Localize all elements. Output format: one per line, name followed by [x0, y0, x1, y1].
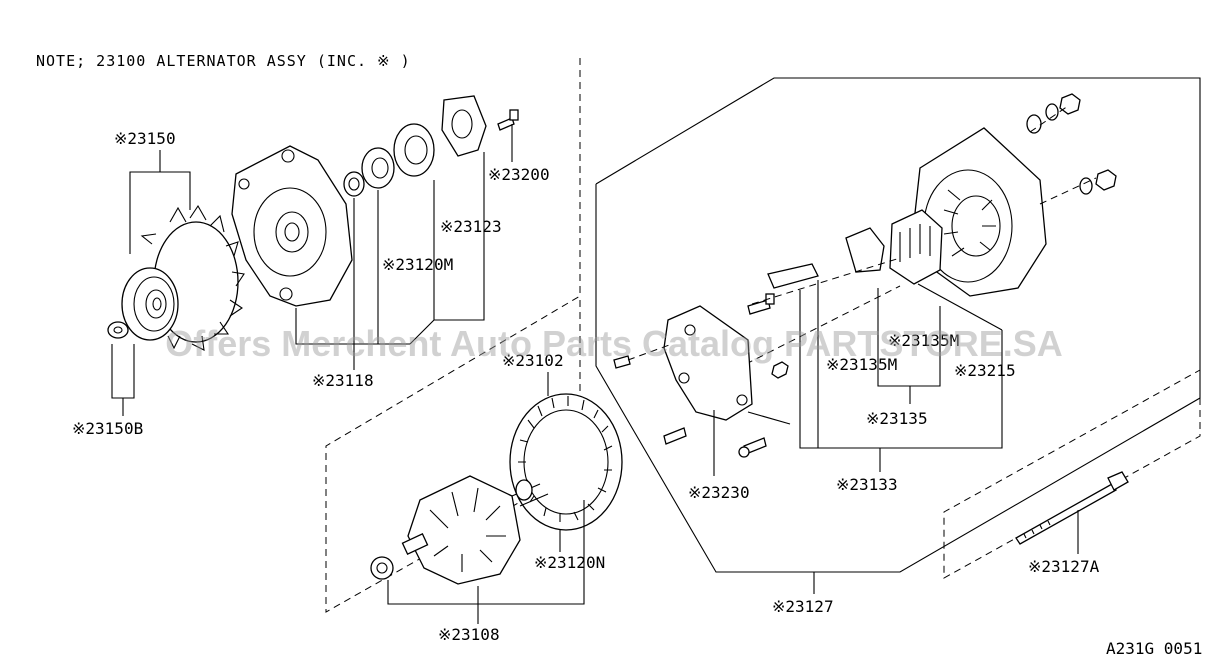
label-23150: ※23150: [114, 129, 176, 148]
label-23150B: ※23150B: [72, 419, 143, 438]
bearing-set: [295, 95, 519, 370]
label-23135M-lower: ※23135M: [826, 355, 897, 374]
stator: [509, 372, 623, 552]
rectifier-plate: [613, 305, 791, 476]
diagram-code: A231G 0051: [1106, 639, 1202, 658]
label-23102: ※23102: [502, 351, 564, 370]
label-23120N: ※23120N: [534, 553, 605, 572]
label-23123: ※23123: [440, 217, 502, 236]
regulator-brush-group: [733, 209, 1003, 472]
rear-housing: [913, 93, 1117, 297]
label-23135: ※23135: [866, 409, 928, 428]
label-23200: ※23200: [488, 165, 550, 184]
label-23127A: ※23127A: [1028, 557, 1100, 576]
label-23120M: ※23120M: [382, 255, 453, 274]
front-housing-panel: [325, 58, 581, 613]
assembly-note: NOTE; 23100 ALTERNATOR ASSY (INC. ※ ): [36, 52, 411, 70]
rear-assembly-frame: [595, 77, 1201, 594]
label-23133: ※23133: [836, 475, 898, 494]
rotor: [370, 475, 585, 624]
label-23108: ※23108: [438, 625, 500, 644]
label-23118: ※23118: [312, 371, 374, 390]
label-23230: ※23230: [688, 483, 750, 502]
watermark-text: Offers Merchent Auto Parts Catalog PARTS…: [165, 323, 1062, 364]
label-23215: ※23215: [954, 361, 1016, 380]
label-23135M-upper: ※23135M: [888, 331, 959, 350]
through-bolt-panel: [943, 369, 1201, 579]
front-housing: [231, 145, 353, 307]
pulley-fan-assembly: [107, 150, 245, 416]
label-23127: ※23127: [772, 597, 834, 616]
